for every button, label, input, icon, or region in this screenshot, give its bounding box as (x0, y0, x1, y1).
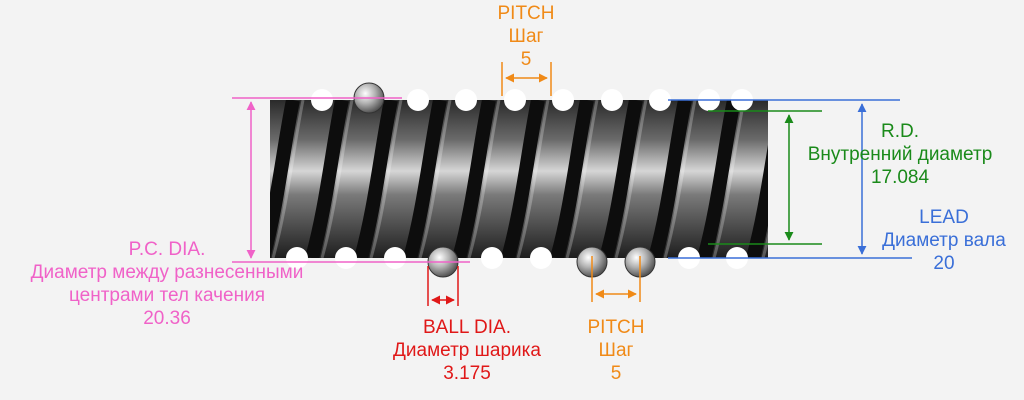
lead-subtitle: Диаметр вала (882, 230, 1006, 251)
thread-groove (403, 100, 447, 258)
thread-groove (648, 100, 692, 258)
pc-dia-subtitle: Диаметр между разнесенными (30, 262, 304, 283)
root-diameter-subtitle: Внутренний диаметр (807, 144, 993, 165)
pc-dia-label: P.C. DIA. Диаметр между разнесенными цен… (0, 238, 334, 330)
thread-groove (550, 100, 594, 258)
thread-grooves (214, 100, 768, 258)
thread-highlight (320, 100, 354, 258)
pitch-top-title: PITCH (497, 3, 555, 24)
pc-dia-value: 20.36 (143, 308, 191, 329)
thread-highlight (712, 100, 746, 258)
thread-groove (452, 100, 496, 258)
notch-bottom (384, 247, 406, 269)
pitch-top-label: PITCH Шаг 5 (478, 2, 574, 71)
screw-shaft (214, 89, 768, 269)
ball-dia-title: BALL DIA. (422, 317, 511, 338)
pc-dia-dimension (232, 97, 470, 263)
thread-groove (697, 100, 741, 258)
notch-top (311, 89, 333, 111)
notch-top (649, 89, 671, 111)
notch-top (504, 89, 526, 111)
root-diameter-dimension (708, 110, 822, 245)
notch-bottom (481, 247, 503, 269)
thread-groove (305, 100, 349, 258)
pc-dia-title: P.C. DIA. (128, 239, 206, 260)
thread-highlight (614, 100, 648, 258)
pitch-bottom-subtitle: Шаг (598, 340, 634, 361)
lead-title: LEAD (919, 207, 969, 228)
root-diameter-title: R.D. (881, 121, 919, 142)
ball-dia-subtitle: Диаметр шарика (393, 340, 541, 361)
thread-highlight (467, 100, 501, 258)
thread-groove (501, 100, 545, 258)
thread-groove (270, 100, 300, 258)
pitch-bottom-dimension (591, 256, 641, 302)
ball-dia-value: 3.175 (443, 363, 491, 384)
notch-top (601, 89, 623, 111)
lead-value: 20 (933, 253, 955, 274)
thread-highlight (224, 100, 254, 258)
notch-bottom (530, 247, 552, 269)
notch-bottom (335, 247, 357, 269)
thread-groove (599, 100, 643, 258)
root-diameter-label: R.D. Внутренний диаметр 17.084 (786, 120, 1014, 189)
thread-groove (354, 100, 398, 258)
thread-highlight (369, 100, 403, 258)
pitch-top-value: 5 (520, 49, 532, 70)
pitch-bottom-label: PITCH Шаг 5 (568, 316, 664, 385)
lead-dimension (668, 99, 912, 259)
notch-top (455, 89, 477, 111)
pitch-top-dimension (501, 62, 552, 96)
thread-highlight (418, 100, 452, 258)
pitch-top-subtitle: Шаг (508, 26, 544, 47)
thread-highlight (565, 100, 599, 258)
thread-highlight (761, 231, 768, 258)
thread-groove (746, 144, 768, 258)
notch-bottom (286, 247, 308, 269)
pitch-bottom-title: PITCH (587, 317, 645, 338)
ball-dia-dimension (427, 266, 459, 306)
notch-top (552, 89, 574, 111)
notch-top (407, 89, 429, 111)
ball-dia-label: BALL DIA. Диаметр шарика 3.175 (362, 316, 572, 385)
pitch-bottom-value: 5 (610, 363, 622, 384)
root-diameter-value: 17.084 (870, 167, 930, 188)
lead-label: LEAD Диаметр вала 20 (864, 206, 1024, 275)
pc-dia-subtitle-2: центрами тел качения (68, 285, 266, 306)
thread-highlight (663, 100, 697, 258)
thread-highlight (271, 100, 305, 258)
thread-highlight (516, 100, 550, 258)
thread-groove (214, 100, 244, 258)
